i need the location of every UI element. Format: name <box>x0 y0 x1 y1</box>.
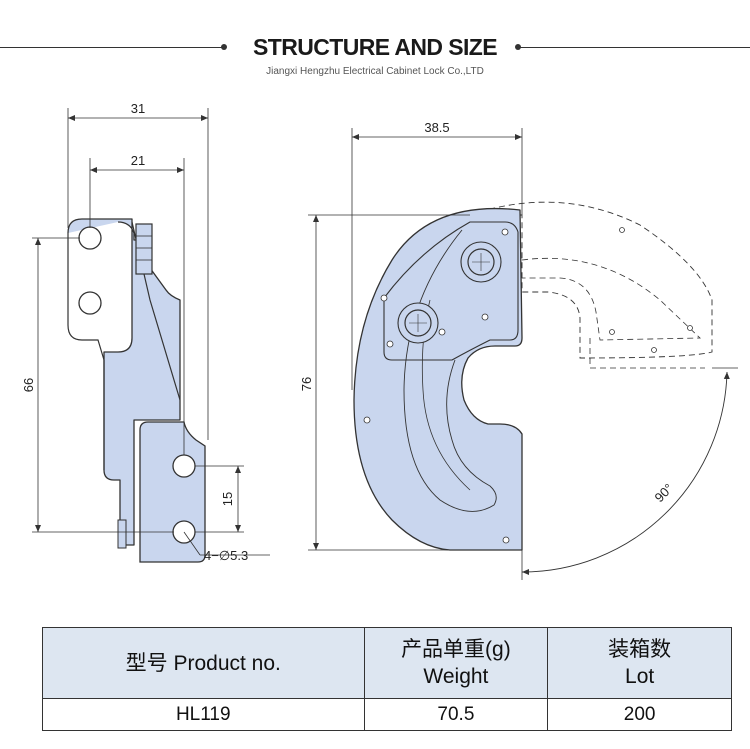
dim-overall-width-front: 38.5 <box>424 120 449 135</box>
header-dot-left <box>221 44 227 50</box>
header-lot-en: Lot <box>625 665 655 688</box>
front-view-plate <box>383 221 519 361</box>
front-view-rotated-outline <box>469 201 713 359</box>
header-rule-right <box>518 47 750 48</box>
cell-product-no: HL119 <box>42 698 365 731</box>
spec-table-header: 型号 Product no. 产品单重(g) Weight 装箱数 Lot <box>42 627 732 699</box>
dim-height-front: 76 <box>299 377 314 391</box>
front-view: 38.5 76 90° <box>299 120 738 580</box>
side-view-body <box>67 218 181 546</box>
table-row: HL119 70.5 200 <box>42 698 732 731</box>
header-lot-cn: 装箱数 <box>608 638 672 661</box>
side-view-hole-lower <box>172 454 196 478</box>
header-product-no: 型号 Product no. <box>42 627 365 699</box>
section-header: STRUCTURE AND SIZE Jiangxi Hengzhu Elect… <box>0 30 750 90</box>
header-weight: 产品单重(g) Weight <box>363 627 549 699</box>
rotation-arc <box>521 371 730 575</box>
side-view-hinge-pin <box>135 223 153 275</box>
header-lot: 装箱数 Lot <box>547 627 732 699</box>
company-subtitle: Jiangxi Hengzhu Electrical Cabinet Lock … <box>266 66 484 77</box>
dim-rotation-angle: 90° <box>652 481 677 506</box>
spec-table: 型号 Product no. 产品单重(g) Weight 装箱数 Lot HL… <box>42 627 732 731</box>
side-view: 31 21 66 15 4−∅5.3 <box>21 101 270 563</box>
cell-weight: 70.5 <box>363 698 549 731</box>
dim-holes-callout: 4−∅5.3 <box>204 548 248 563</box>
dim-overall-width-side: 31 <box>131 101 145 116</box>
page-title: STRUCTURE AND SIZE <box>253 34 498 60</box>
side-view-lower-leaf <box>139 421 206 563</box>
side-view-bottom-tab <box>117 519 127 549</box>
dim-hole-spacing-width: 21 <box>131 153 145 168</box>
side-view-hole-top <box>78 226 102 250</box>
cell-lot: 200 <box>547 698 732 731</box>
dim-hole-spacing-vertical: 15 <box>220 492 235 506</box>
dim-height-side: 66 <box>21 378 36 392</box>
header-weight-cn: 产品单重(g) <box>401 638 511 661</box>
side-view-hole-mid <box>78 291 102 315</box>
header-weight-en: Weight <box>423 665 489 688</box>
technical-drawing: 31 21 66 15 4−∅5.3 <box>21 101 738 580</box>
header-rule-left <box>0 47 224 48</box>
